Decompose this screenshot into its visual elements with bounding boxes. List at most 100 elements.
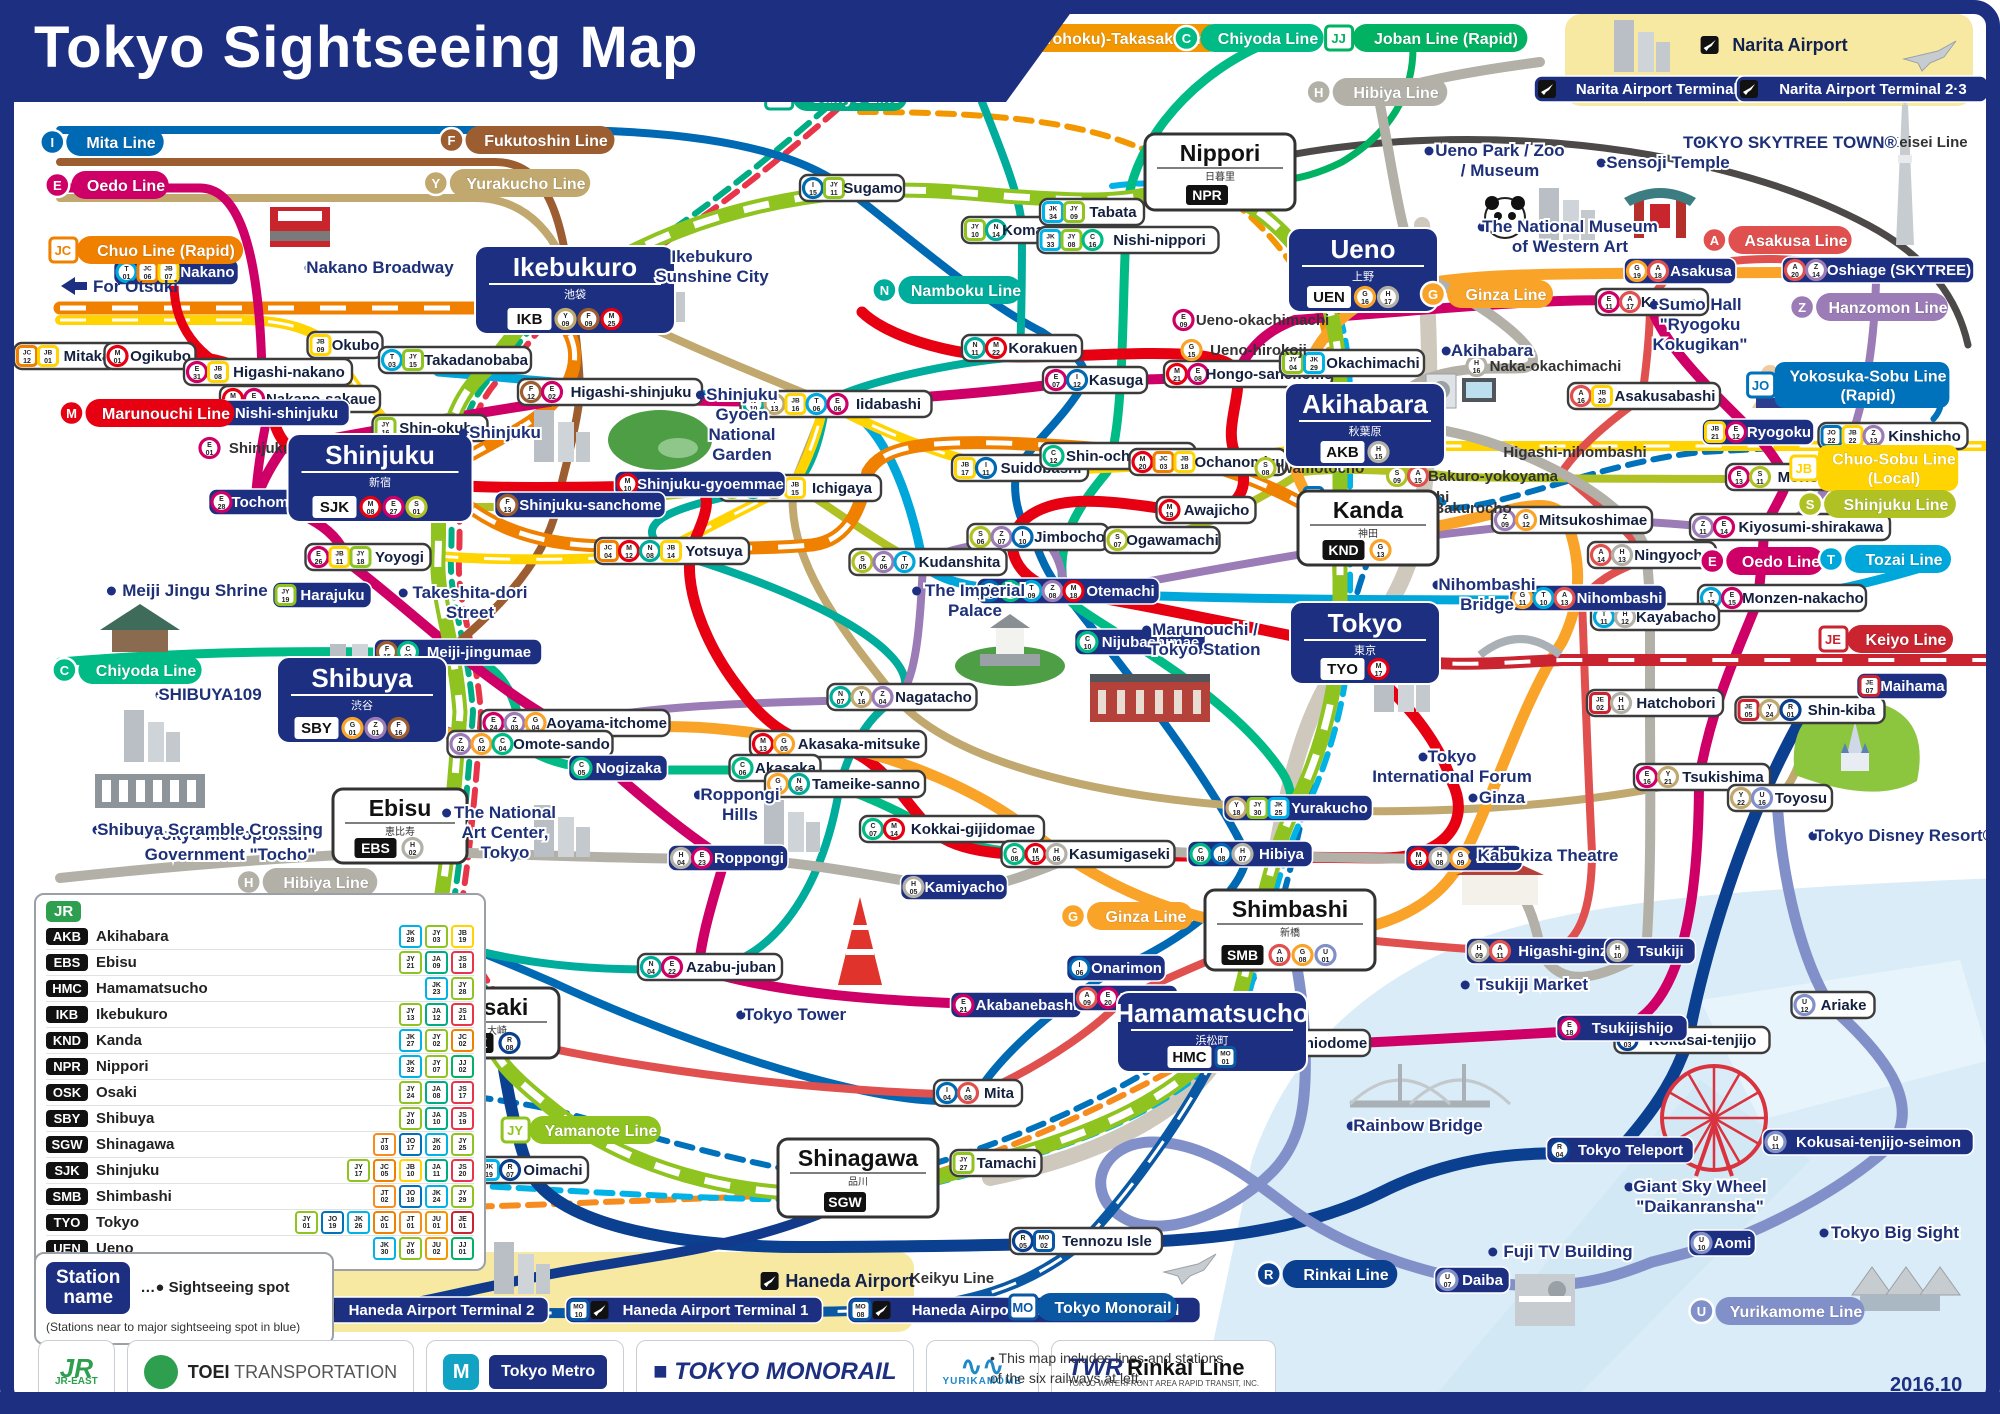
label: 09: [986, 593, 994, 600]
label: G: [1378, 544, 1384, 551]
label: S: [1806, 497, 1815, 512]
badge-JK33: [1039, 229, 1062, 251]
line-letter-icon: [1701, 226, 1728, 254]
label: Z: [880, 691, 885, 698]
label: 10: [624, 486, 632, 493]
label: Jimbocho: [1034, 529, 1105, 546]
spot-dot: [1596, 158, 1606, 168]
label: G: [1634, 265, 1640, 272]
badge-A11: [1488, 939, 1512, 963]
badge-JE05: [1737, 699, 1760, 721]
badge-H13: [1610, 543, 1634, 567]
label: 19: [485, 1172, 493, 1179]
label: 04: [647, 969, 655, 976]
label: 22: [1828, 438, 1836, 445]
label: 09: [1475, 953, 1483, 960]
label: 25: [608, 321, 616, 328]
label: Iidabashi: [856, 396, 921, 413]
label: 27: [960, 1165, 968, 1172]
label: JK: [1310, 357, 1319, 364]
badge-H11: [1609, 691, 1633, 715]
spot-tsukiji-market: Tsukiji Market: [1460, 973, 1590, 996]
label: 17: [961, 470, 969, 477]
label: 06: [739, 770, 747, 777]
line-letter-icon: [44, 171, 71, 199]
label: C: [500, 738, 505, 745]
label: 02: [1596, 705, 1604, 712]
spot-dot: [141, 830, 151, 840]
label: Yotsuya: [685, 543, 743, 560]
label: S: [860, 556, 865, 563]
label: Z: [1798, 300, 1806, 315]
badge-T06: [805, 392, 828, 416]
label: JK: [1046, 234, 1055, 241]
label: I: [989, 585, 991, 592]
badge-Y22: [1729, 786, 1753, 810]
line-letter-icon: [1817, 545, 1845, 573]
label: Sensoji Temple: [1606, 153, 1729, 172]
badge-Y13: [763, 392, 786, 416]
label: S: [1395, 470, 1400, 477]
spot-dot: [693, 790, 703, 800]
label: E: [1722, 521, 1727, 528]
badge-MO02: [1033, 1230, 1055, 1252]
label: 11: [982, 470, 990, 477]
label: 15: [1032, 856, 1040, 863]
label: JK: [1274, 802, 1283, 809]
label: E: [1645, 771, 1650, 778]
label: 上野: [1352, 270, 1374, 283]
line-pill-joban-line-rapid-: Joban Line (Rapid)JJ: [1324, 24, 1528, 52]
badge-JB16: [784, 393, 807, 415]
label: 21: [1664, 779, 1672, 786]
label: Ginza: [1479, 788, 1526, 807]
spot-rainbow-bridge: Rainbow Bridge: [1346, 1114, 1485, 1137]
label: JY: [1068, 234, 1077, 241]
label: 20: [1139, 464, 1147, 471]
label: R: [1264, 1267, 1274, 1282]
label: E: [207, 442, 212, 449]
badge-M20: [1131, 450, 1154, 474]
label: Chiyoda Line: [96, 663, 197, 680]
label: 29: [1310, 365, 1318, 372]
label: M: [1167, 504, 1173, 511]
legend-station-name: Shimbashi: [96, 1188, 172, 1205]
spot-nakano-broadway: Nakano Broadway: [304, 256, 456, 279]
label: 12: [1073, 382, 1081, 389]
label: 18: [1654, 273, 1662, 280]
label: 16: [1361, 299, 1369, 306]
meiji-jingu-icon: [100, 604, 180, 652]
label: T: [390, 354, 395, 361]
sensoji-gate-icon: [1624, 188, 1696, 238]
label: R: [507, 1164, 512, 1171]
label: 16: [858, 699, 866, 706]
label: 12: [1801, 1007, 1809, 1014]
badge-M16: [1407, 846, 1430, 870]
label: Tennozu Isle: [1062, 1233, 1152, 1250]
label: A: [1578, 390, 1583, 397]
label: JY: [1289, 357, 1298, 364]
label: 21: [1711, 434, 1719, 441]
label: 東京: [1354, 643, 1376, 657]
line-sobuLocal-dash: [60, 318, 1990, 561]
label: 04: [532, 725, 540, 732]
label: Keiyo Line: [1866, 632, 1947, 649]
label: G: [1189, 344, 1195, 351]
label: Y: [772, 398, 777, 405]
label: Haneda Airport Terminal 2: [349, 1302, 535, 1319]
label: 13: [1377, 552, 1385, 559]
label: A: [1084, 992, 1089, 999]
label: Kiyosumi-shirakawa: [1738, 519, 1884, 536]
